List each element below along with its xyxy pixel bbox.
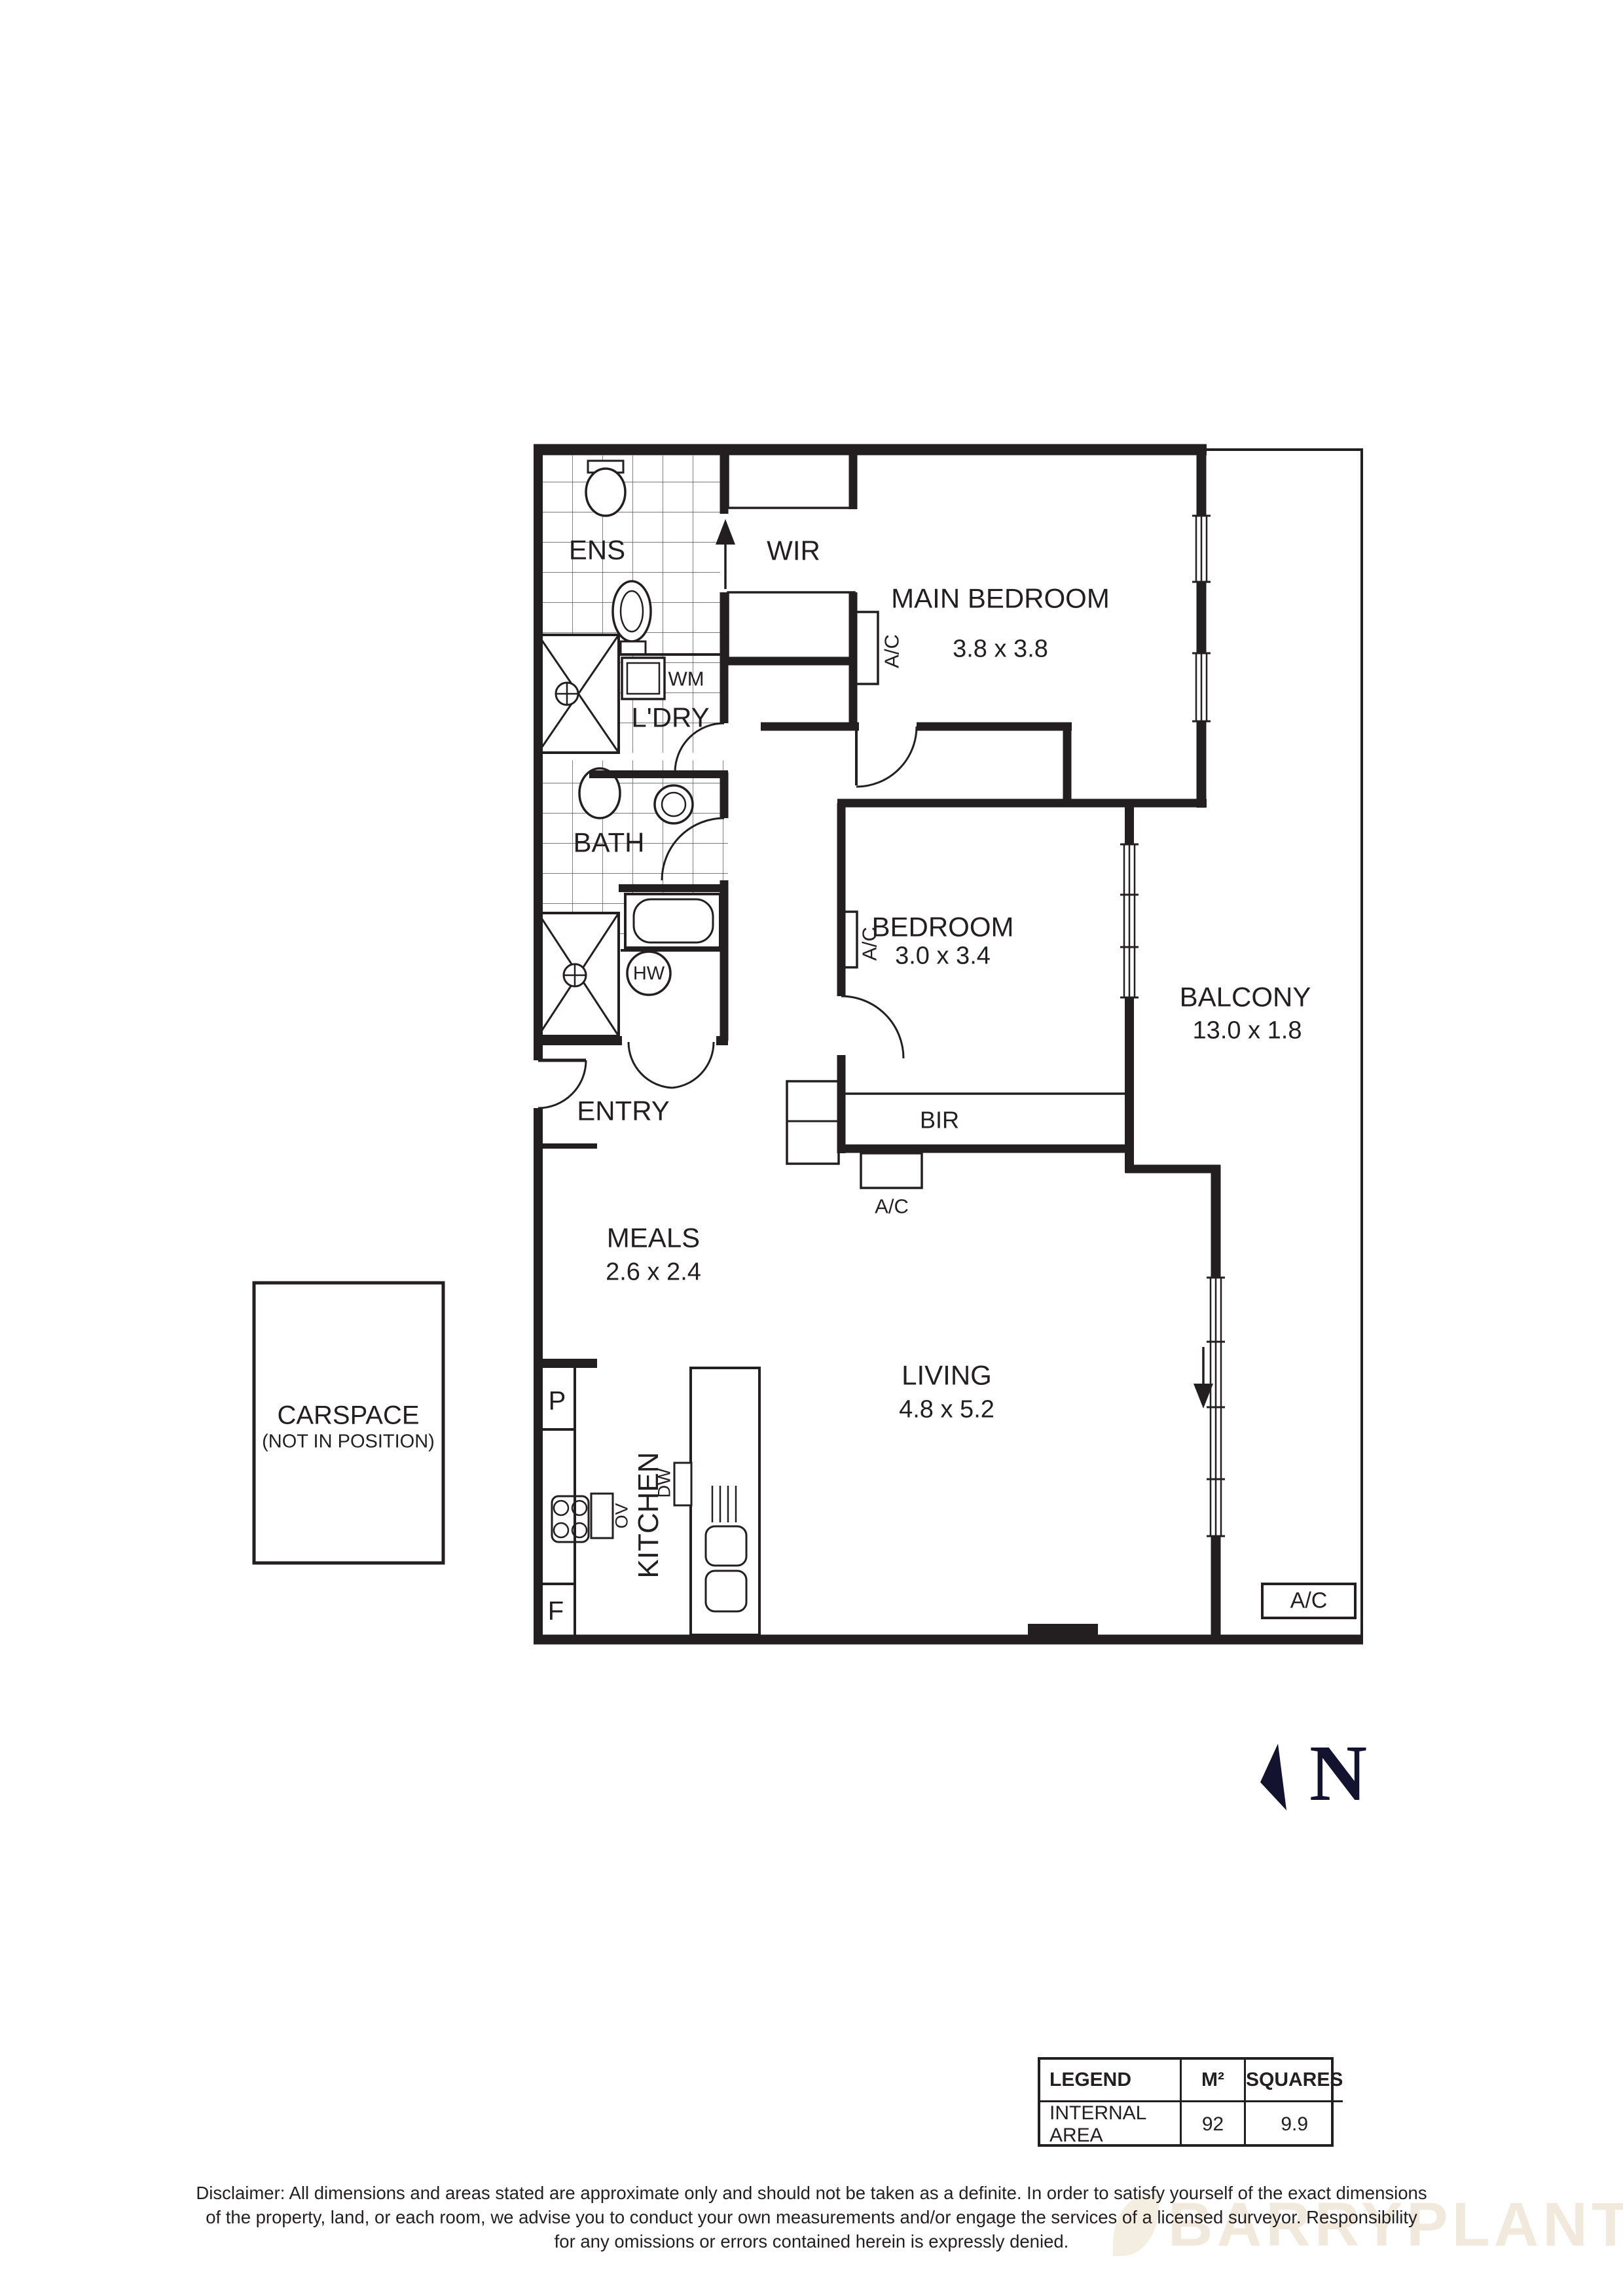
burner-icon <box>553 1522 570 1539</box>
label-dishwasher: DW <box>654 1468 674 1498</box>
bath-toilet-icon <box>578 767 621 819</box>
label-main-bedroom-dims: 3.8 x 3.8 <box>953 635 1048 663</box>
disclaimer-line-3: for any omissions or errors contained he… <box>554 2231 1069 2251</box>
hall-cupboard-icon <box>786 1080 840 1165</box>
label-ldry: L'DRY <box>631 702 710 733</box>
washing-machine-inner-icon <box>626 662 661 695</box>
label-ac-balcony: A/C <box>1290 1588 1328 1613</box>
label-fridge: F <box>547 1596 564 1626</box>
ac-unit-bir <box>860 1152 923 1189</box>
legend-value-squares: 9.9 <box>1281 2113 1309 2135</box>
balcony-outline <box>1207 448 1363 1641</box>
laundry-door <box>674 722 725 773</box>
label-carspace: CARSPACE <box>277 1401 420 1430</box>
north-letter: N <box>1309 1729 1368 1818</box>
label-living-dims: 4.8 x 5.2 <box>899 1395 994 1424</box>
label-hw: HW <box>632 963 665 984</box>
dishwasher-icon <box>673 1462 693 1507</box>
watermark-text: BARRYPLANT <box>1168 2190 1623 2259</box>
legend-table: LEGEND M² SQUARES INTERNAL AREA 92 9.9 <box>1038 2057 1343 2147</box>
label-wm: WM <box>668 667 704 691</box>
label-oven: OV <box>611 1503 632 1529</box>
ens-toilet-icon <box>585 467 627 517</box>
label-wir: WIR <box>767 535 820 566</box>
window-bedroom <box>1120 843 1139 999</box>
wir-robe-top-icon <box>727 450 856 509</box>
bath-shower-icon <box>537 912 620 1037</box>
ens-basin-pedestal-icon <box>619 640 647 656</box>
label-entry: ENTRY <box>577 1095 670 1126</box>
label-bedroom: BEDROOM <box>871 911 1014 942</box>
ens-basin-inner-icon <box>619 590 644 633</box>
label-bir: BIR <box>919 1106 960 1134</box>
label-ac-bedroom: A/C <box>858 927 881 961</box>
label-living: LIVING <box>902 1359 992 1391</box>
wir-robe-bottom-icon <box>727 591 856 660</box>
balcony-direction-arrow-icon <box>1194 1347 1213 1408</box>
label-balcony: BALCONY <box>1179 981 1311 1013</box>
oven-icon <box>590 1492 614 1539</box>
wall-pier-bottom <box>1028 1624 1098 1641</box>
bedroom-door <box>841 995 905 1059</box>
bath-basin-inner-icon <box>661 791 687 817</box>
disclaimer-line-1: Disclaimer: All dimensions and areas sta… <box>196 2183 1427 2203</box>
ac-unit-main-bedroom <box>854 611 879 685</box>
main-bedroom-door <box>855 726 918 788</box>
label-ac-main-bedroom: A/C <box>880 634 903 668</box>
fixtures <box>537 450 1357 1636</box>
legend-header-title: LEGEND <box>1040 2060 1182 2102</box>
label-pantry: P <box>548 1386 566 1416</box>
legend-value-m2: 92 <box>1182 2102 1246 2147</box>
label-carspace-note: (NOT IN POSITION) <box>262 1431 435 1452</box>
label-main-bedroom: MAIN BEDROOM <box>891 583 1110 614</box>
disclaimer: Disclaimer: All dimensions and areas sta… <box>0 2181 1623 2253</box>
arrows <box>716 519 1213 1408</box>
carspace-box <box>252 1281 445 1565</box>
bathtub-inner-icon <box>632 898 714 944</box>
doors <box>538 722 918 1109</box>
legend-header-squares: SQUARES <box>1246 2060 1343 2102</box>
hw-cupboard-doors <box>627 1041 715 1089</box>
north-arrow-icon <box>1260 1744 1286 1810</box>
window-main-bedroom-1 <box>1192 514 1211 583</box>
ac-unit-balcony <box>1261 1583 1357 1619</box>
legend-row-label: INTERNAL AREA <box>1040 2102 1182 2147</box>
front-door <box>538 1058 587 1109</box>
ens-shower-icon <box>537 634 620 754</box>
disclaimer-line-2: of the property, land, or each room, we … <box>206 2207 1417 2227</box>
label-ac-bir: A/C <box>875 1194 909 1218</box>
sink-icon <box>704 1486 748 1613</box>
label-balcony-dims: 13.0 x 1.8 <box>1192 1016 1302 1045</box>
sliding-door-living <box>1207 1276 1225 1537</box>
windows <box>1120 514 1225 1537</box>
label-bedroom-dims: 3.0 x 3.4 <box>895 942 991 970</box>
walls <box>534 444 1363 1645</box>
label-meals: MEALS <box>606 1222 701 1253</box>
window-main-bedroom-2 <box>1192 652 1211 723</box>
entry-direction-arrow-icon <box>716 519 735 589</box>
watermark-logo: BARRYPLANT <box>1113 2189 1623 2261</box>
label-bath: BATH <box>573 827 645 858</box>
label-meals-dims: 2.6 x 2.4 <box>606 1258 701 1286</box>
burner-icon <box>553 1499 570 1516</box>
label-ens: ENS <box>568 534 626 565</box>
legend-header-m2: M² <box>1182 2060 1246 2102</box>
bath-door <box>661 817 725 881</box>
